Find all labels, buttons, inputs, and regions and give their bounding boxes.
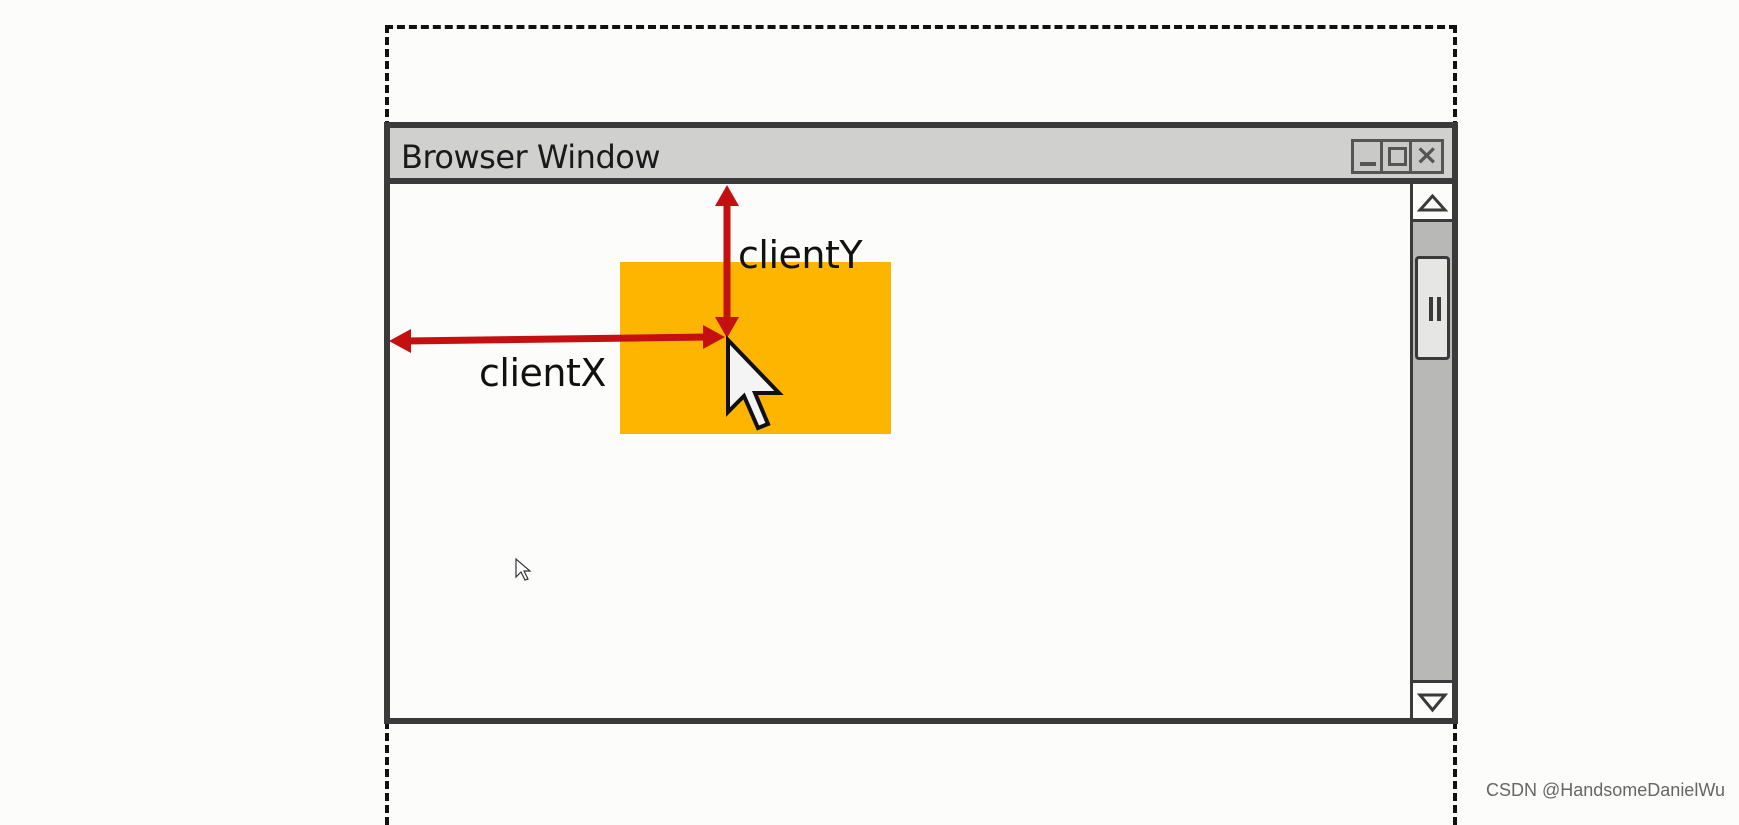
scroll-down-button[interactable] <box>1413 680 1452 718</box>
window-title: Browser Window <box>401 138 661 176</box>
browser-window: Browser Window × <box>384 122 1458 724</box>
window-controls: × <box>1351 138 1444 174</box>
vertical-scrollbar[interactable] <box>1410 184 1452 718</box>
scroll-up-button[interactable] <box>1413 184 1452 222</box>
small-cursor-icon <box>515 557 532 581</box>
grip-icon <box>1428 297 1442 321</box>
close-button[interactable]: × <box>1412 138 1441 171</box>
client-y-label: clientY <box>738 233 863 277</box>
title-bar[interactable]: Browser Window × <box>390 128 1452 184</box>
triangle-down-icon <box>1416 693 1449 713</box>
maximize-icon <box>1388 147 1407 166</box>
triangle-up-icon <box>1416 193 1449 212</box>
close-icon: × <box>1415 138 1439 171</box>
mouse-pointer-icon <box>726 335 784 431</box>
watermark: CSDN @HandsomeDanielWu <box>1485 780 1725 800</box>
client-x-label: clientX <box>479 351 606 395</box>
minimize-icon <box>1360 162 1376 166</box>
minimize-button[interactable] <box>1354 142 1383 171</box>
client-x-arrow <box>389 325 725 353</box>
client-y-arrow <box>715 185 739 338</box>
scroll-thumb[interactable] <box>1415 256 1450 360</box>
maximize-button[interactable] <box>1383 142 1412 171</box>
